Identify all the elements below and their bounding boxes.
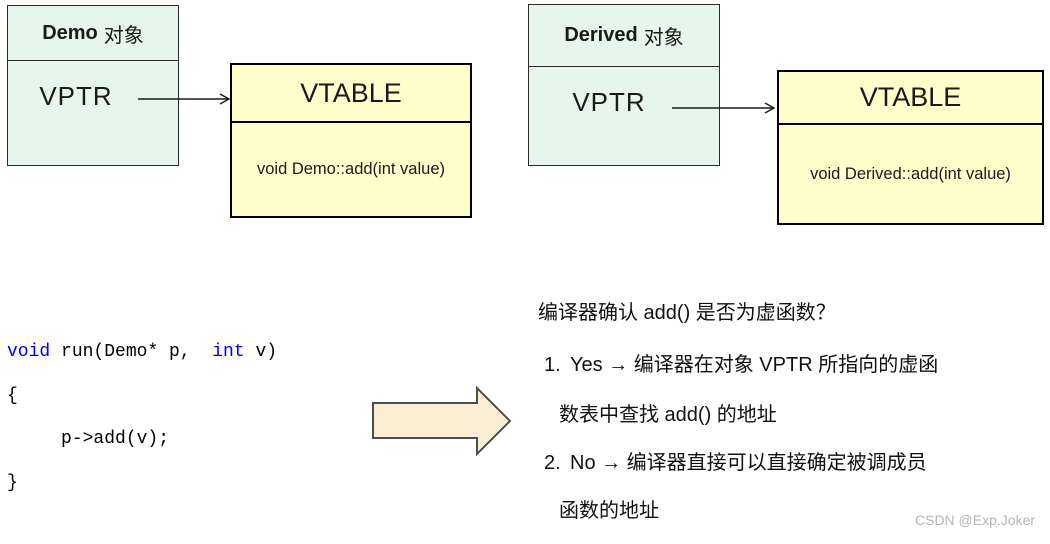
demo-vptr-arrow-icon	[138, 93, 231, 105]
demo-object-title: Demo 对象	[8, 6, 178, 61]
csdn-watermark: CSDN @Exp.Joker	[915, 512, 1036, 528]
explanation-question: 编译器确认 add() 是否为虚函数？	[538, 302, 836, 324]
list-item-2-number: 2.	[544, 452, 561, 474]
derived-vtable-title: VTABLE	[779, 72, 1042, 125]
demo-vptr-label: VPTR	[39, 81, 113, 111]
code-line-4: }	[7, 472, 18, 493]
derived-vtable-box: VTABLE void Derived::add(int value)	[777, 70, 1044, 225]
demo-object-suffix: 对象	[103, 24, 144, 47]
derived-object-name: Derived	[564, 24, 638, 46]
demo-vtable-entry: void Demo::add(int value)	[256, 160, 445, 178]
list-item-1-line-2: 数表中查找 add() 的地址	[559, 404, 777, 426]
demo-object-name: Demo	[42, 21, 98, 44]
demo-vtable-title: VTABLE	[232, 65, 470, 123]
list-item-1-number: 1.	[544, 354, 561, 376]
demo-vtable-box: VTABLE void Demo::add(int value)	[230, 63, 472, 218]
demo-object-box: Demo 对象 VPTR	[7, 5, 179, 166]
demo-object-body: VPTR	[8, 61, 178, 165]
code-snippet: void run(Demo* p, int v) { p->add(v); }	[7, 331, 277, 505]
derived-object-title: Derived 对象	[529, 5, 719, 67]
derived-vptr-arrow-icon	[672, 102, 776, 114]
derived-vtable-entry: void Derived::add(int value)	[810, 164, 1011, 183]
list-item-1-line-1: Yes → 编译器在对象 VPTR 所指向的虚函	[570, 354, 939, 376]
code-line-3: p->add(v);	[7, 429, 170, 449]
code-line-2: {	[7, 385, 18, 406]
list-item-2-line-2: 函数的地址	[559, 500, 659, 522]
code-line-1: void run(Demo* p, int v)	[7, 342, 278, 362]
derived-object-box: Derived 对象 VPTR	[528, 4, 720, 166]
derived-object-suffix: 对象	[643, 27, 684, 49]
derived-object-body: VPTR	[529, 67, 719, 165]
derived-vptr-label: VPTR	[572, 87, 646, 117]
list-item-2-line-1: No → 编译器直接可以直接确定被调成员	[570, 452, 927, 474]
flow-arrow-icon	[372, 385, 512, 457]
